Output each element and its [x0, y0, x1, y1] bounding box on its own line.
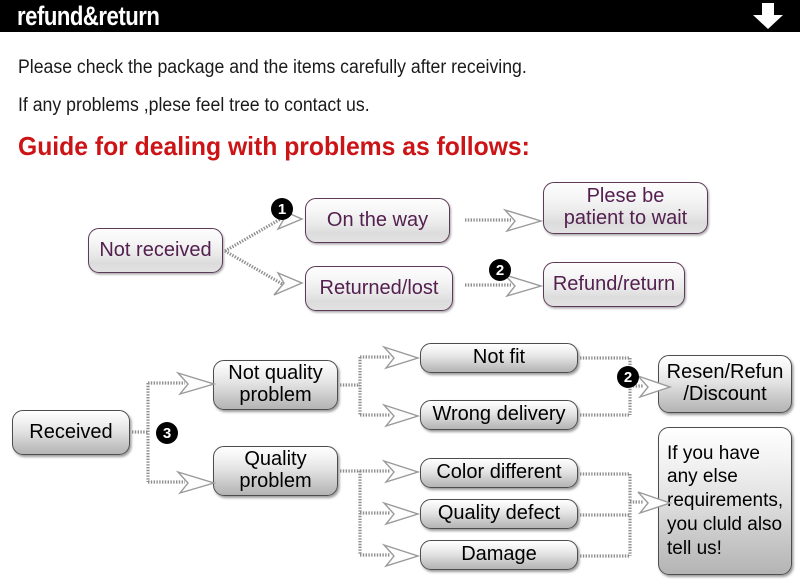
- node-refund-return: Refund/return: [543, 262, 685, 307]
- node-please-be-patient: Plese be patient to wait: [543, 182, 708, 234]
- node-on-the-way: On the way: [305, 198, 450, 243]
- connector-not-received-split: [222, 205, 312, 297]
- node-not-received: Not received: [88, 228, 223, 273]
- node-damage: Damage: [420, 540, 578, 570]
- badge-1: 1: [271, 198, 293, 220]
- badge-2-top: 2: [489, 259, 511, 281]
- node-returned-lost: Returned/lost: [305, 266, 453, 311]
- node-resend-refund-discount: Resen/Refun /Discount: [658, 355, 792, 413]
- node-wrong-delivery: Wrong delivery: [420, 400, 578, 430]
- guide-heading: Guide for dealing with problems as follo…: [18, 131, 530, 161]
- connector-quality-split: [338, 455, 428, 570]
- intro-line-1: Please check the package and the items c…: [18, 57, 527, 78]
- connector-received-split: [130, 360, 220, 505]
- down-arrow-icon: [753, 3, 783, 29]
- node-quality-problem: Quality problem: [213, 446, 338, 496]
- page-title: refund&return: [17, 1, 160, 31]
- node-not-fit: Not fit: [420, 343, 578, 373]
- connector-on-the-way-to-wait: [463, 208, 545, 233]
- node-not-quality-problem: Not quality problem: [213, 360, 338, 410]
- node-received: Received: [12, 410, 130, 455]
- connector-merge-not-quality: [578, 348, 673, 433]
- node-color-different: Color different: [420, 458, 578, 488]
- connector-merge-quality: [578, 462, 673, 577]
- header-bar: [0, 0, 800, 32]
- intro-line-2: If any problems ,plese feel tree to cont…: [18, 95, 370, 116]
- node-quality-defect: Quality defect: [420, 499, 578, 529]
- badge-2-bottom: 2: [617, 366, 639, 388]
- badge-3: 3: [156, 422, 178, 444]
- node-contact-us-note: If you have any else requirements, you c…: [658, 427, 792, 575]
- connector-not-quality-split: [338, 345, 428, 440]
- connector-returned-to-refund: [463, 273, 545, 298]
